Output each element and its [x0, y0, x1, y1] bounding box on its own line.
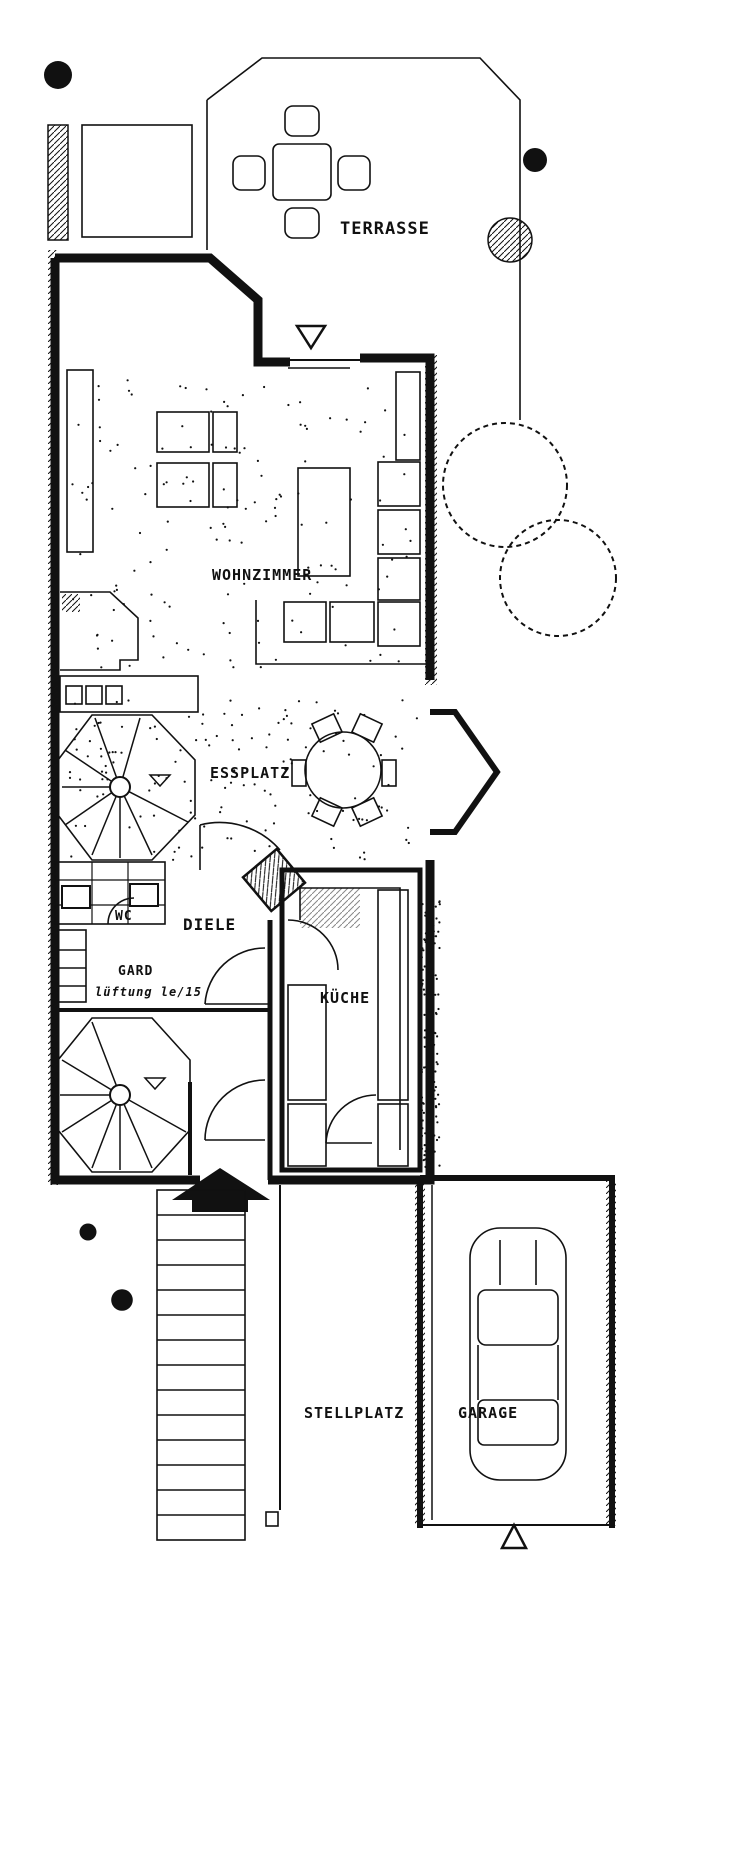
kitchen-room: [279, 867, 423, 1173]
palm-tree-top-left: [8, 25, 108, 125]
diele-door-swing: [199, 821, 281, 870]
garden-bed: [81, 124, 193, 238]
palm-tree-top-right: [460, 85, 610, 235]
sofa-l-shape: [255, 371, 430, 665]
kitchenette-shelf: [59, 675, 199, 713]
shrub-near-terrace: [487, 217, 533, 263]
garage-entrance-marker: [499, 1522, 529, 1550]
shrub-right-1-ring: [442, 422, 568, 548]
indoor-plants: [120, 275, 200, 355]
spiral-staircase-upper: [57, 714, 196, 861]
label-wc: WC: [115, 909, 133, 924]
garage-structure: [415, 1175, 616, 1528]
sideboard-left: [66, 369, 94, 553]
planter-box: [241, 847, 307, 913]
entry-stairs: [156, 1189, 246, 1541]
wardrobe-shelf: [57, 929, 87, 1003]
car-top-view: [469, 1227, 567, 1481]
entrance-marker-terrace: [294, 324, 328, 351]
coffee-table-blocks: [156, 411, 238, 508]
entry-door-swing: [204, 1079, 266, 1141]
house-wall-hatch: [48, 250, 58, 1185]
label-luftung: lüftung le/15: [95, 985, 202, 999]
label-stellplatz: STELLPLATZ: [304, 1404, 404, 1422]
house-outer-wall: [50, 253, 435, 1185]
sofa-table: [297, 467, 351, 577]
floor-speckle-texture: [68, 379, 441, 1168]
label-kuche: KÜCHE: [320, 988, 370, 1007]
dining-table-set: [291, 712, 397, 828]
shrub-right-2: [500, 520, 616, 636]
shrub-right-1: [445, 425, 565, 545]
terrace-table-set: [232, 105, 371, 239]
shrub-right-2-ring: [499, 519, 617, 637]
label-diele: DIELE: [183, 915, 236, 934]
label-essplatz: ESSPLATZ: [210, 764, 290, 782]
east-wall-hatch: [425, 355, 437, 685]
indoor-plant-small: [67, 297, 113, 343]
fireplace: [60, 591, 139, 671]
label-wohnzimmer: WOHNZIMMER: [212, 566, 312, 584]
gard-door-swing: [204, 947, 268, 1005]
terrace-outline: [206, 57, 521, 420]
fireplace-hatch: [62, 594, 80, 612]
bay-plant: [417, 747, 463, 793]
label-terrasse: TERRASSE: [340, 219, 430, 239]
bay-window: [430, 709, 501, 835]
label-garage: GARAGE: [458, 1404, 518, 1422]
spiral-staircase-lower: [57, 1017, 191, 1173]
bollard: [265, 1511, 279, 1527]
tree-trunk-top-left: [47, 124, 69, 241]
shrub-bottom-left: [0, 1260, 83, 1350]
palm-tree-bottom-1: [45, 1189, 131, 1275]
wc-room: [54, 861, 166, 925]
palm-tree-bottom-2: [77, 1255, 167, 1345]
label-gard: GARD: [118, 964, 153, 979]
